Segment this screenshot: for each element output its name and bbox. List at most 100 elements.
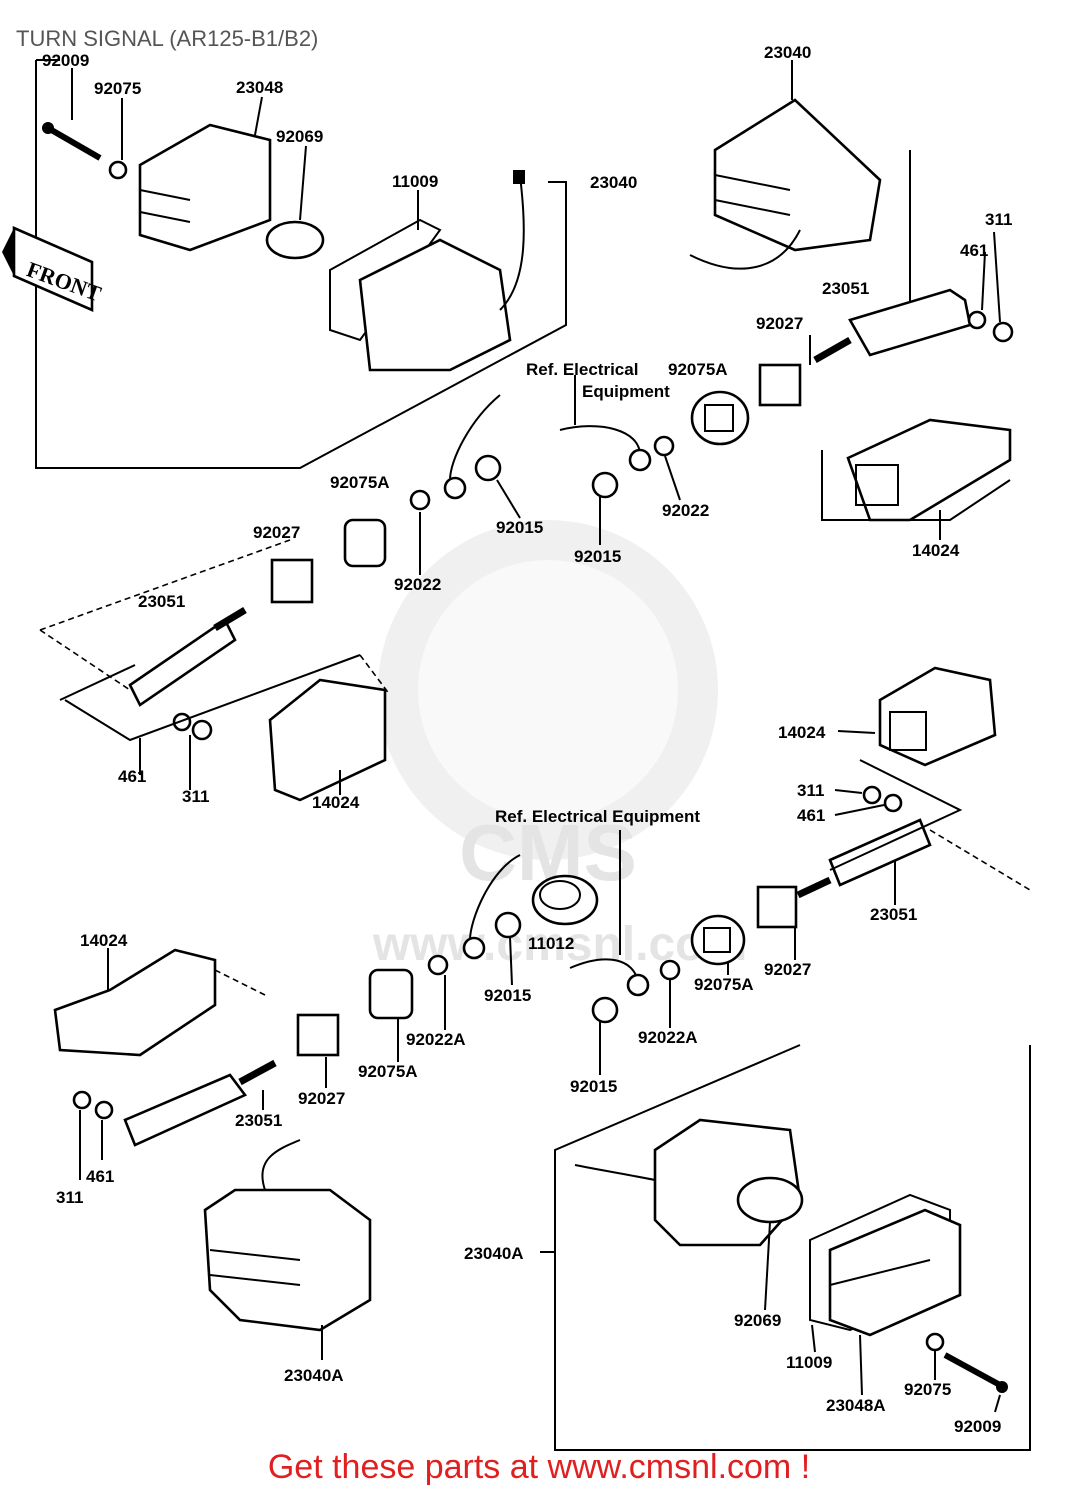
grommet-92075a-left [343, 518, 387, 568]
label-92022a-left: 92022A [406, 1030, 466, 1049]
label-92009-bottom: 92009 [954, 1417, 1001, 1436]
stay-23051-top [813, 288, 972, 364]
label-23048: 23048 [236, 78, 283, 97]
label-14024-top: 14024 [912, 541, 960, 560]
label-92075-bottom: 92075 [904, 1380, 951, 1399]
ref-electrical-top: Ref. Electrical [526, 360, 638, 379]
label-23040-right: 23040 [764, 43, 811, 62]
bulb-92069-bottom [736, 1176, 804, 1224]
terminal-left-bottom [462, 936, 486, 960]
label-23051-top: 23051 [822, 279, 869, 298]
washer-92075-bottom [925, 1332, 945, 1352]
ref-equipment-top: Equipment [582, 382, 670, 401]
rubber-92027-top [758, 363, 802, 407]
label-92015-a: 92015 [496, 518, 543, 537]
label-92015-d: 92015 [570, 1077, 617, 1096]
nut-311-left [191, 719, 213, 741]
grommet-92075a-top [690, 390, 750, 446]
label-14024-right: 14024 [778, 723, 826, 742]
washer-92075 [108, 160, 128, 180]
label-23040a-box: 23040A [464, 1244, 524, 1263]
grommet-92075a-bottom [368, 968, 414, 1020]
washer-461-left [172, 712, 192, 732]
label-14024-left: 14024 [312, 793, 360, 812]
housing-23040-right [689, 98, 911, 320]
label-92075-top: 92075 [94, 79, 141, 98]
rubber-92027-left [270, 558, 314, 604]
footer-link[interactable]: Get these parts at www.cmsnl.com ! [267, 1448, 811, 1486]
label-11009-top: 11009 [392, 172, 438, 191]
label-92022-b: 92022 [662, 501, 709, 520]
label-311-top: 311 [985, 210, 1012, 229]
label-461-right: 461 [797, 806, 825, 825]
label-23051-bottom: 23051 [235, 1111, 282, 1130]
label-92075a-left: 92075A [330, 473, 390, 492]
bolt-92009 [42, 122, 102, 161]
label-92009-top: 92009 [42, 51, 89, 70]
label-92015-c: 92015 [484, 986, 531, 1005]
stay-23051-left [128, 606, 247, 707]
label-14024-bottom: 14024 [80, 931, 128, 950]
label-23051-right: 23051 [870, 905, 917, 924]
cover-14024-left [268, 678, 387, 802]
label-461-left: 461 [118, 767, 146, 786]
washer-92022-a [409, 489, 431, 511]
label-461-top: 461 [960, 241, 988, 260]
washer-92022-b [653, 435, 675, 457]
terminal-left-top [443, 476, 467, 500]
washer-92022a-b [659, 959, 681, 981]
front-badge: FRONT [2, 226, 105, 312]
label-311-bottom: 311 [56, 1188, 83, 1207]
label-92027-right: 92027 [764, 960, 811, 979]
label-311-right: 311 [797, 781, 824, 800]
housing-23040-left [358, 170, 525, 372]
grommet-92075a-right [690, 914, 746, 966]
nut-92015-c [494, 911, 522, 939]
label-92075a-right: 92075A [694, 975, 754, 994]
bolt-92009-bottom [943, 1352, 1008, 1393]
label-23051-left: 23051 [138, 592, 185, 611]
label-23040a-left: 23040A [284, 1366, 344, 1385]
nut-92015-d [591, 996, 619, 1024]
lens-23048 [138, 123, 272, 252]
label-92075a-bottom: 92075A [358, 1062, 418, 1081]
washer-461-top [967, 310, 987, 330]
cover-14024-right [878, 666, 997, 767]
label-92027-left: 92027 [253, 523, 300, 542]
washer-461-right [883, 793, 903, 813]
bulb-92069 [265, 220, 325, 260]
label-92015-b: 92015 [574, 547, 621, 566]
lens-23048a [828, 1208, 962, 1337]
label-92027-top: 92027 [756, 314, 803, 333]
label-311-left: 311 [182, 787, 209, 806]
terminal-right-bottom [626, 973, 650, 997]
label-23040-box: 23040 [590, 173, 637, 192]
housing-23040a-left [203, 1139, 372, 1332]
rubber-92027-right [756, 885, 798, 929]
rubber-92027-bottom [296, 1013, 340, 1057]
label-461-bottom: 461 [86, 1167, 114, 1186]
nut-92015-a [474, 454, 502, 482]
cover-14024-top [846, 418, 1012, 522]
stay-23051-right [796, 818, 932, 899]
washer-92022a-a [427, 954, 449, 976]
nut-311-bottom [72, 1090, 92, 1110]
socket-11012 [531, 874, 599, 926]
label-92069-top: 92069 [276, 127, 323, 146]
label-92022a-right: 92022A [638, 1028, 698, 1047]
nut-92015-b [591, 471, 619, 499]
part-labels: 92009 92075 23048 92069 11009 23040 2304… [42, 43, 1012, 1436]
washer-461-bottom [94, 1100, 114, 1120]
terminal-right-top [628, 448, 652, 472]
label-23048a: 23048A [826, 1396, 886, 1415]
cover-14024-bottom [53, 948, 217, 1057]
nut-311-right [862, 785, 882, 805]
label-92069-bottom: 92069 [734, 1311, 781, 1330]
label-92022-a: 92022 [394, 575, 441, 594]
diagram-title: TURN SIGNAL (AR125-B1/B2) [16, 26, 318, 51]
label-92027-bottom: 92027 [298, 1089, 345, 1108]
ref-electrical-bottom: Ref. Electrical Equipment [495, 807, 700, 826]
label-11012: 11012 [528, 934, 574, 953]
label-11009-bottom: 11009 [786, 1353, 832, 1372]
